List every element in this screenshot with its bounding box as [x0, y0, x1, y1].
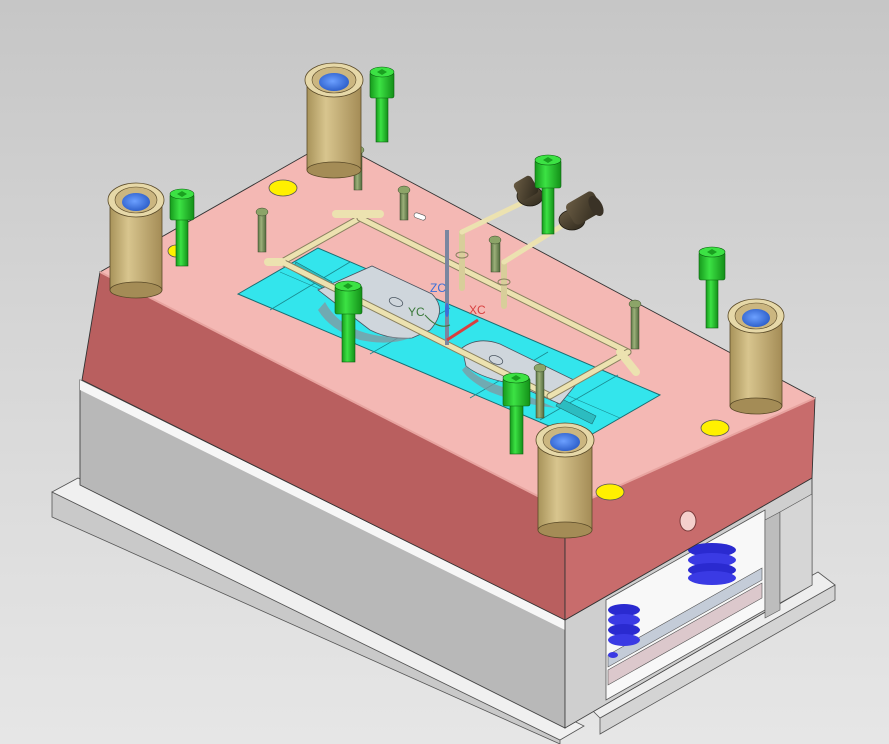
guide-bushing-4 — [535, 422, 595, 539]
small-screw-5 — [628, 299, 642, 350]
return-spring-1 — [608, 604, 640, 658]
guide-bushing-2 — [107, 182, 165, 299]
cooling-connector-2 — [558, 191, 604, 231]
small-screw-3 — [397, 185, 411, 221]
molded-part-2 — [461, 340, 579, 408]
cap-screw-4 — [698, 246, 726, 329]
guide-bushing-3 — [727, 298, 785, 415]
wcs-yc-label: YC — [408, 305, 425, 319]
small-screw-4 — [488, 235, 502, 273]
cap-screw-1 — [369, 66, 395, 143]
dowel-pin — [413, 212, 426, 221]
cap-screw-3 — [534, 154, 562, 235]
cap-screw-5 — [334, 280, 363, 363]
small-screw-6 — [533, 363, 547, 419]
cap-screw-2 — [169, 188, 195, 267]
a-plate — [81, 139, 817, 621]
small-screw-2 — [255, 207, 269, 253]
guide-bushing-1 — [304, 62, 364, 179]
wcs-zc-label: ZC — [430, 281, 446, 295]
cooling-circuit — [264, 197, 640, 400]
return-spring-2 — [688, 543, 736, 585]
cap-screw-6 — [502, 372, 531, 455]
a-plate-side-hole — [679, 510, 697, 532]
locating-dot-2 — [700, 419, 730, 437]
wcs-triad — [424, 230, 479, 345]
locating-dot-3 — [595, 483, 625, 501]
wcs-xc-label: XC — [469, 303, 486, 317]
locating-dot-1 — [268, 179, 298, 197]
